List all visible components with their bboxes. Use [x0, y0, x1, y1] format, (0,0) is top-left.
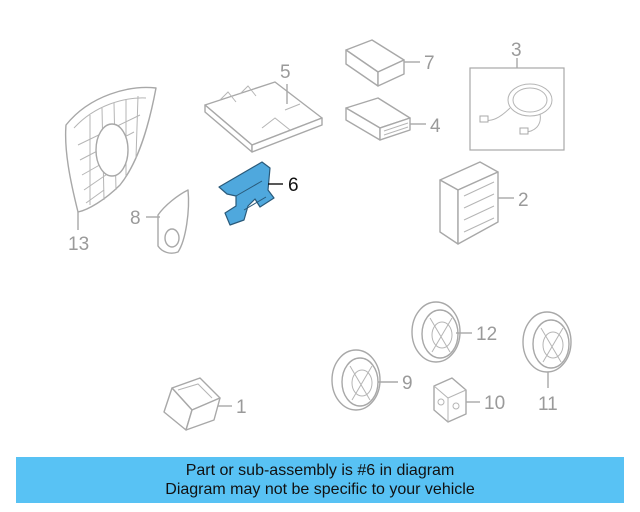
part-4-control-module[interactable]	[345, 97, 411, 141]
callout-1: 1	[236, 397, 247, 418]
callout-11: 11	[538, 394, 558, 415]
callout-2: 2	[518, 190, 529, 211]
part-10-connector[interactable]	[433, 377, 467, 423]
callout-10: 10	[484, 393, 505, 414]
part-11-speaker[interactable]	[522, 311, 572, 373]
part-5-tray[interactable]	[204, 81, 323, 153]
callout-8: 8	[130, 208, 141, 229]
callout-12: 12	[476, 324, 497, 345]
part-8-tweeter[interactable]	[157, 189, 190, 254]
parts-diagram: 13 8 5 6 7 4	[64, 39, 572, 431]
part-7-module[interactable]	[345, 39, 405, 87]
part-1-housing[interactable]	[163, 377, 221, 431]
part-3-cable-kit[interactable]	[469, 67, 565, 151]
callout-3: 3	[511, 40, 522, 61]
info-banner: Part or sub-assembly is #6 in diagram Di…	[16, 457, 624, 503]
callout-6: 6	[288, 175, 299, 196]
callout-13: 13	[68, 234, 89, 255]
part-12-speaker[interactable]	[411, 301, 461, 363]
callout-4: 4	[430, 116, 441, 137]
banner-line-part: Part or sub-assembly is #6 in diagram	[185, 462, 455, 479]
banner-line-disclaimer: Diagram may not be specific to your vehi…	[165, 481, 475, 498]
part-2-amplifier[interactable]	[439, 161, 499, 245]
callout-7: 7	[424, 53, 435, 74]
part-6-bracket[interactable]	[218, 161, 275, 226]
callout-5: 5	[280, 62, 291, 83]
part-9-speaker[interactable]	[331, 349, 381, 411]
part-13-grille[interactable]	[64, 86, 157, 213]
callout-9: 9	[402, 373, 413, 394]
